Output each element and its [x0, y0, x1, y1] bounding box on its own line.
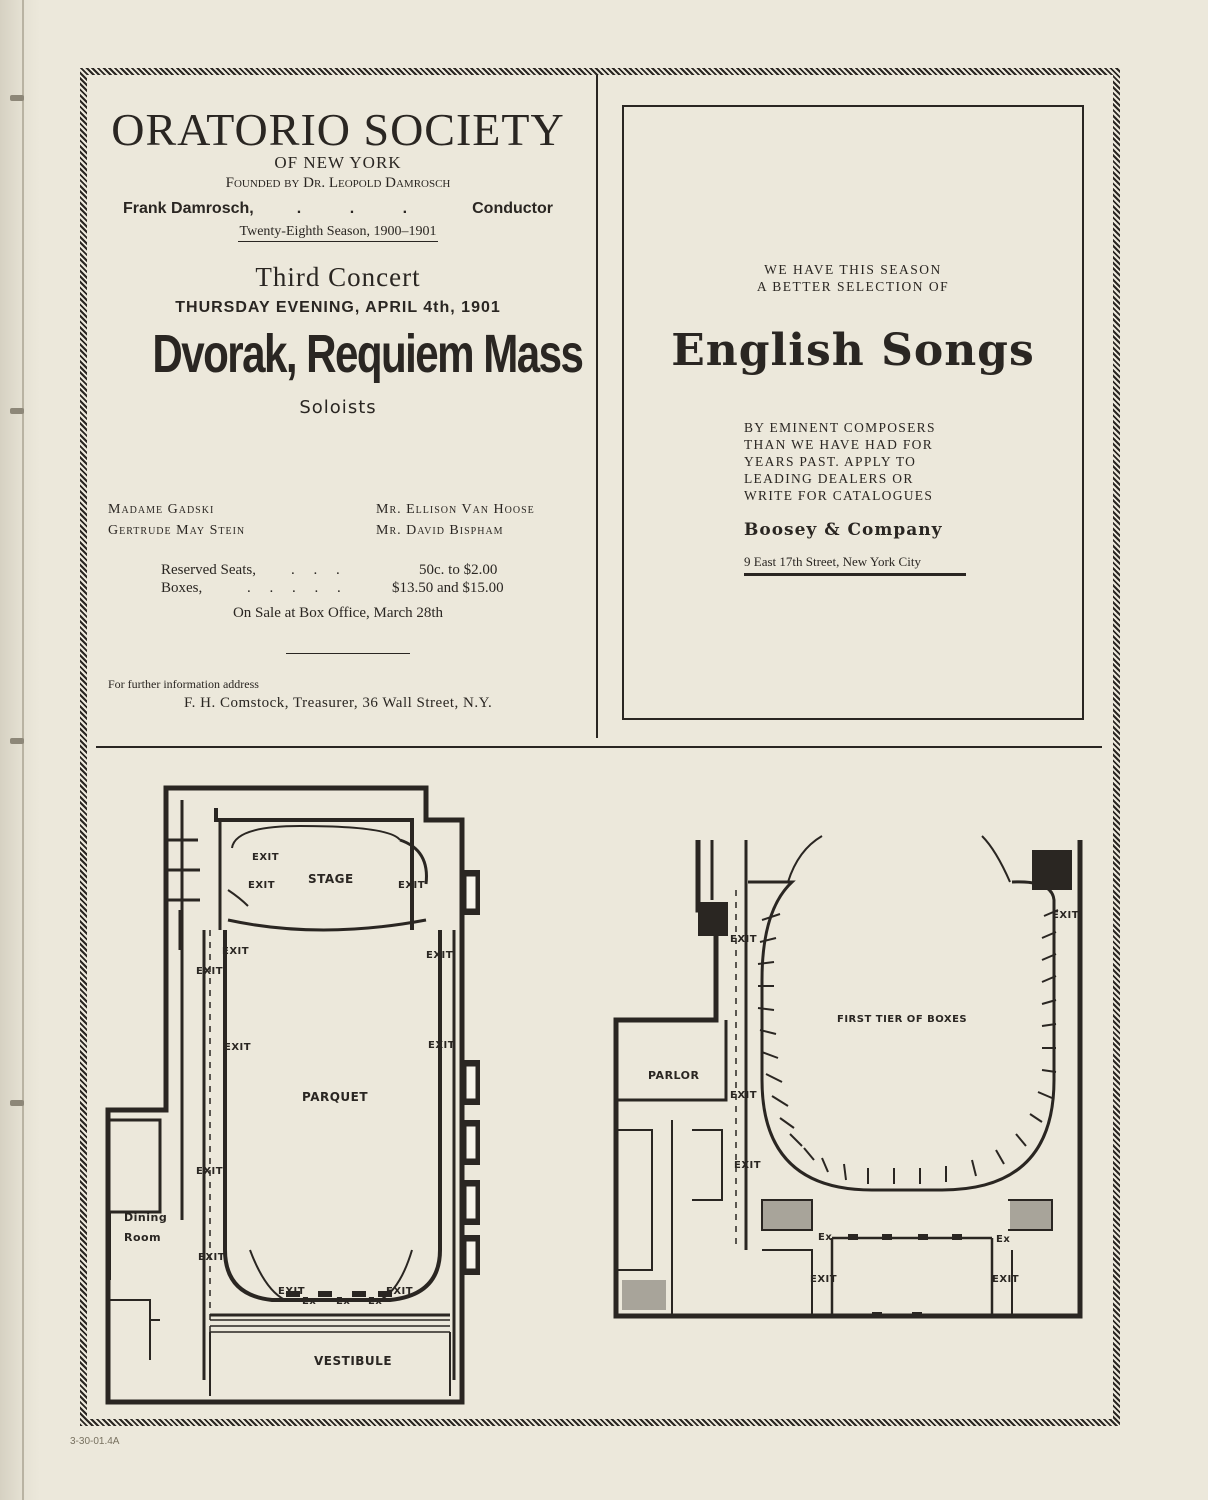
- english-songs-headline: English Songs: [671, 325, 1035, 376]
- gutter-line: [22, 0, 24, 1500]
- season-line: Twenty-Eighth Season, 1900–1901: [237, 224, 439, 242]
- work-title: Dvorak, Requiem Mass: [152, 324, 584, 384]
- box-office-sale: On Sale at Box Office, March 28th: [232, 605, 444, 621]
- ad-line: A BETTER SELECTION OF: [756, 279, 950, 294]
- exit-label: EXIT: [278, 1286, 306, 1297]
- dining-room-label: Dining Room: [124, 1208, 167, 1248]
- exit-label: EXIT: [386, 1286, 414, 1297]
- ad-body-line: WRITE FOR CATALOGUES: [744, 488, 934, 503]
- info-address: F. H. Comstock, Treasurer, 36 Wall Stree…: [184, 695, 493, 711]
- vestibule-label: VESTIBULE: [314, 1354, 393, 1368]
- price-reserved-value: 50c. to $2.00: [419, 562, 498, 578]
- ex-label: Ex: [996, 1234, 1011, 1245]
- exit-label: EXIT: [224, 1042, 252, 1053]
- ex-label: Ex: [368, 1296, 383, 1307]
- exit-label: EXIT: [196, 966, 224, 977]
- parlor-label: PARLOR: [648, 1069, 700, 1082]
- oratorio-society-ad: ORATORIO SOCIETY OF NEW YORK Founded by …: [100, 95, 584, 725]
- binding-staple: [10, 738, 24, 744]
- ad-body-line: LEADING DEALERS OR: [744, 471, 914, 486]
- soloist: Madame Gadski: [108, 502, 215, 517]
- archive-note: 3-30-01.4A: [70, 1436, 120, 1447]
- conductor-name: Frank Damrosch,: [123, 200, 254, 217]
- exit-label: EXIT: [426, 950, 454, 961]
- exit-label: EXIT: [734, 1160, 762, 1171]
- conductor-title: Conductor: [472, 200, 553, 217]
- soloist: Mr. Ellison Van Hoose: [376, 502, 535, 517]
- parquet-plan-drawing: [105, 785, 480, 1405]
- stage-label: STAGE: [308, 872, 354, 886]
- exit-label: EXIT: [1052, 910, 1080, 921]
- ex-label: Ex: [818, 1232, 833, 1243]
- soloist: Gertrude May Stein: [108, 523, 246, 538]
- ad-rule: [744, 573, 966, 576]
- concert-title: Third Concert: [255, 262, 421, 292]
- price-dots: . . .: [291, 562, 340, 578]
- founded-line: Founded by Dr. Leopold Damrosch: [225, 175, 451, 191]
- ad-line: WE HAVE THIS SEASON: [764, 262, 942, 277]
- price-boxes-label: Boxes,: [161, 580, 203, 596]
- ad-body-line: YEARS PAST. APPLY TO: [744, 454, 917, 469]
- exit-label: EXIT: [730, 934, 758, 945]
- binding-staple: [10, 408, 24, 414]
- parquet-label: PARQUET: [302, 1090, 369, 1104]
- price-reserved-label: Reserved Seats,: [161, 562, 256, 578]
- boosey-ad: WE HAVE THIS SEASON A BETTER SELECTION O…: [622, 105, 1084, 720]
- org-subtitle: OF NEW YORK: [274, 153, 402, 172]
- exit-label: EXIT: [222, 946, 250, 957]
- short-rule: [286, 653, 410, 654]
- ad-body-line: THAN WE HAVE HAD FOR: [744, 437, 934, 452]
- vertical-divider: [596, 75, 598, 738]
- exit-label: EXIT: [196, 1166, 224, 1177]
- price-dots: . . . . .: [247, 580, 341, 596]
- first-tier-floor-plan: FIRST TIER OF BOXES PARLOR EXIT EXIT EXI…: [612, 830, 1090, 1350]
- ad-body-line: BY EMINENT COMPOSERS: [744, 420, 936, 435]
- exit-label: EXIT: [398, 880, 426, 891]
- dining-room-label-line: Dining: [124, 1211, 168, 1224]
- exit-label: EXIT: [992, 1274, 1020, 1285]
- exit-label: EXIT: [248, 880, 276, 891]
- conductor-line: Frank Damrosch, . . . Conductor: [123, 200, 553, 218]
- conductor-dots: . . .: [296, 200, 430, 217]
- exit-label: EXIT: [198, 1252, 226, 1263]
- exit-label: EXIT: [428, 1040, 456, 1051]
- org-name: ORATORIO SOCIETY: [111, 104, 565, 155]
- dining-room-label-line: Room: [124, 1231, 162, 1244]
- info-intro: For further information address: [108, 677, 259, 691]
- horizontal-divider: [96, 746, 1102, 748]
- parquet-floor-plan: STAGE PARQUET VESTIBULE Dining Room EXIT…: [100, 780, 500, 1410]
- ad-body: BY EMINENT COMPOSERS THAN WE HAVE HAD FO…: [744, 419, 936, 504]
- price-boxes-value: $13.50 and $15.00: [392, 580, 504, 596]
- company-name: Boosey & Company: [744, 520, 943, 540]
- ex-label: Ex: [336, 1296, 351, 1307]
- exit-label: EXIT: [730, 1090, 758, 1101]
- ex-label: Ex: [302, 1296, 317, 1307]
- first-tier-label: FIRST TIER OF BOXES: [837, 1014, 968, 1025]
- soloists-heading: Soloists: [299, 397, 377, 418]
- soloist: Mr. David Bispham: [376, 523, 504, 538]
- concert-date: THURSDAY EVENING, APRIL 4th, 1901: [175, 299, 501, 316]
- binding-gutter: [0, 0, 40, 1500]
- binding-staple: [10, 1100, 24, 1106]
- first-tier-plan-drawing: [613, 835, 1083, 1319]
- company-address: 9 East 17th Street, New York City: [744, 554, 921, 569]
- exit-label: EXIT: [252, 852, 280, 863]
- exit-label: EXIT: [810, 1274, 838, 1285]
- binding-staple: [10, 95, 24, 101]
